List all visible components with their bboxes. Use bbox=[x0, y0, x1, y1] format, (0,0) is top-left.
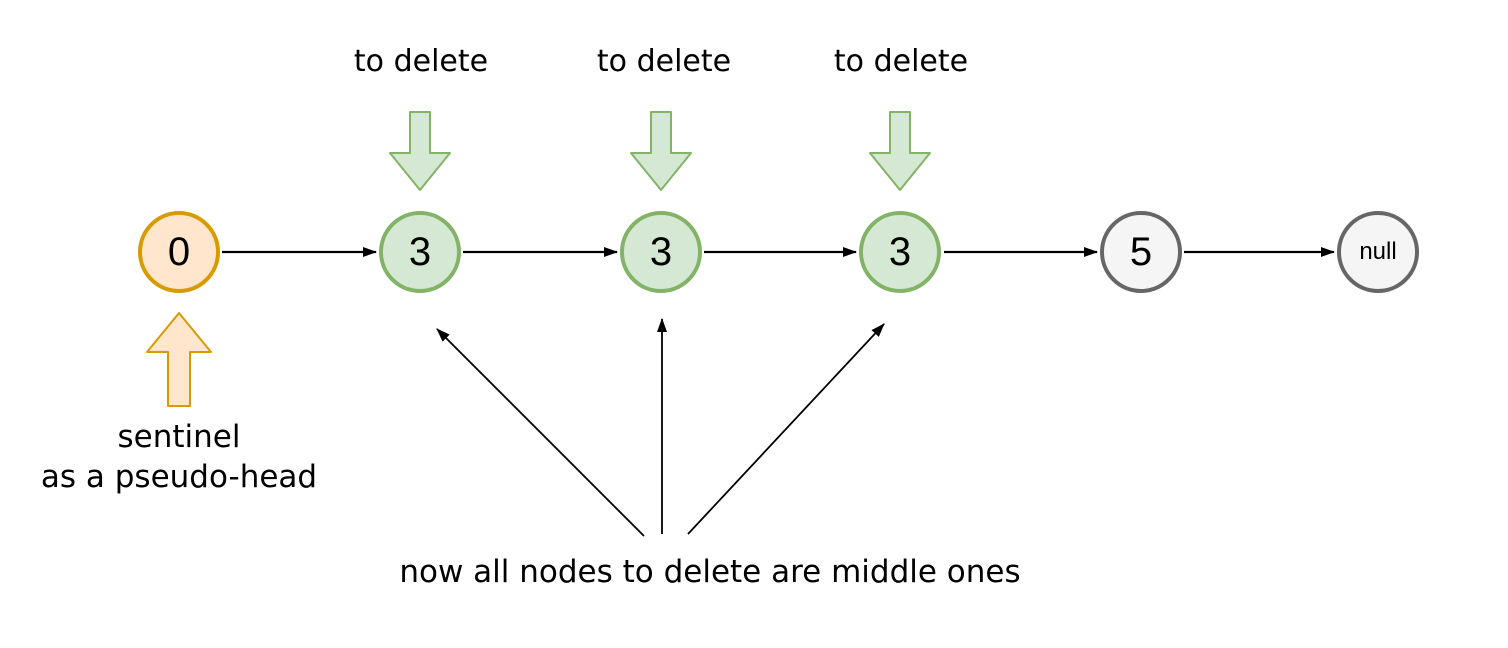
node-null: null bbox=[1337, 211, 1419, 293]
sentinel-annotation-line1: sentinel bbox=[117, 419, 241, 455]
node-five: 5 bbox=[1100, 211, 1182, 293]
to-delete-label-2: to delete bbox=[596, 44, 732, 79]
fan-arrow-left bbox=[436, 328, 645, 537]
down-arrow-icon-1 bbox=[389, 111, 451, 191]
node-to-delete-3: 3 bbox=[859, 211, 941, 293]
to-delete-label-1: to delete bbox=[353, 44, 489, 79]
node-value: 3 bbox=[888, 230, 912, 274]
node-value: 3 bbox=[649, 230, 673, 274]
node-value: 0 bbox=[167, 230, 191, 274]
fan-arrow-right bbox=[687, 323, 885, 535]
node-to-delete-1: 3 bbox=[379, 211, 461, 293]
sentinel-annotation-line2: as a pseudo-head bbox=[40, 459, 318, 495]
diagram-caption: now all nodes to delete are middle ones bbox=[399, 554, 1021, 590]
down-arrow-icon-3 bbox=[869, 111, 931, 191]
node-value: 5 bbox=[1129, 230, 1153, 274]
node-to-delete-2: 3 bbox=[620, 211, 702, 293]
node-sentinel: 0 bbox=[138, 211, 220, 293]
node-value: null bbox=[1359, 238, 1397, 265]
to-delete-label-3: to delete bbox=[833, 44, 969, 79]
down-arrow-icon-2 bbox=[630, 111, 692, 191]
node-value: 3 bbox=[408, 230, 432, 274]
sentinel-annotation: sentinel as a pseudo-head bbox=[41, 417, 317, 497]
up-arrow-icon-sentinel bbox=[146, 312, 212, 407]
